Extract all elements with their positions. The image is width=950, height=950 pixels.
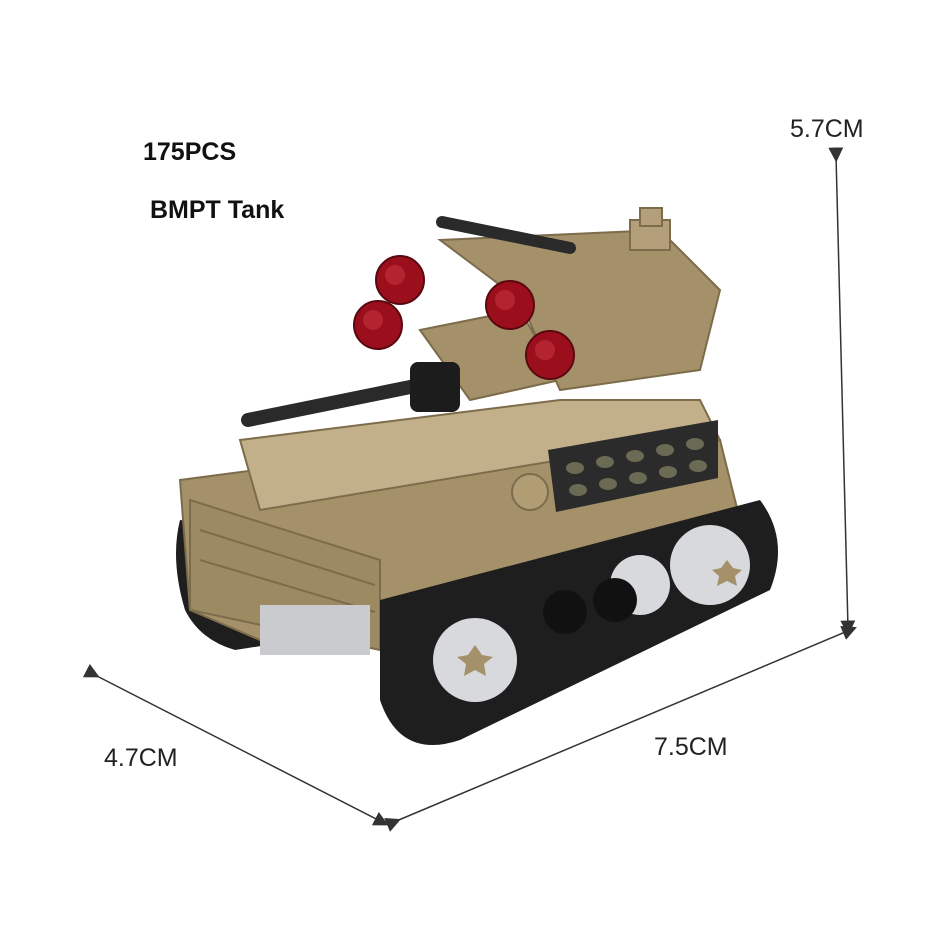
model-name: BMPT Tank — [150, 196, 285, 224]
height-dimension-line — [828, 147, 856, 636]
depth-label: 4.7CM — [104, 744, 178, 772]
piece-count: 175PCS — [143, 138, 237, 166]
width-label: 7.5CM — [654, 733, 728, 761]
width-dimension-line — [384, 625, 857, 832]
tank-model — [176, 207, 778, 745]
depth-dimension-line — [82, 663, 389, 826]
height-label: 5.7CM — [790, 115, 864, 143]
